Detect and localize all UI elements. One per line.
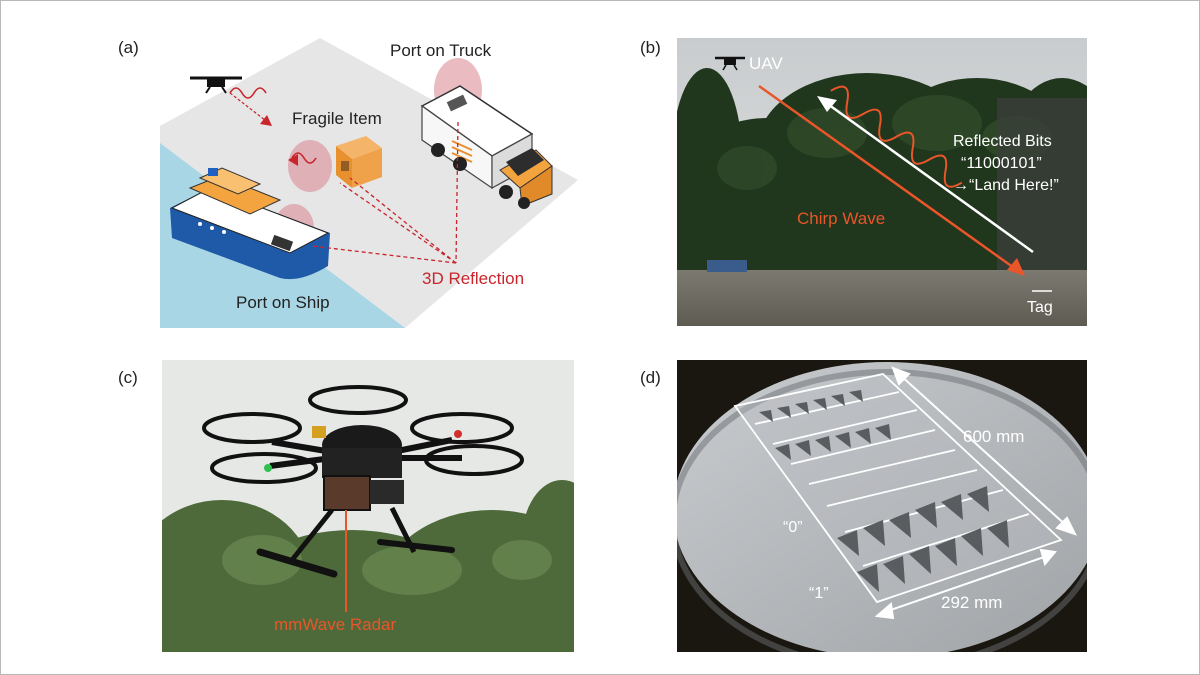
chirp-arrow-line [758, 84, 1018, 272]
panel-a-label: (a) [118, 38, 139, 57]
panel-c-photo: mmWave Radar [162, 360, 574, 652]
reflected-bits-label: Reflected Bits [953, 133, 1052, 150]
dim-600-arrow [898, 373, 1070, 529]
uav-icon [715, 56, 745, 71]
tag-label: Tag [1027, 299, 1053, 316]
bit-zero-label: “0” [783, 519, 803, 536]
chirp-wave-label: Chirp Wave [797, 209, 885, 228]
chirp-wave-curve [830, 85, 963, 188]
reflector-prisms [759, 390, 1009, 592]
fragile-item-label: Fragile Item [292, 109, 382, 128]
reflected-arrow-line [824, 100, 1034, 254]
quadcopter [202, 385, 524, 578]
reflection-lines [311, 121, 459, 264]
fragile-reflection-circle [288, 140, 332, 192]
chirp-arrow-head [1007, 258, 1025, 276]
dim-600-label: 600 mm [963, 427, 1024, 446]
uav-label: UAV [749, 54, 783, 73]
mmwave-radar-label: mmWave Radar [274, 615, 397, 634]
drone-wave-arrow [260, 115, 272, 126]
truck-icon [420, 85, 553, 209]
dim-292-label: 292 mm [941, 593, 1002, 612]
3d-reflection-label: 3D Reflection [422, 269, 524, 288]
bit-one-label: “1” [809, 585, 829, 602]
drone-wave [229, 87, 267, 99]
panel-b-label: (b) [640, 38, 661, 57]
panel-c-label: (c) [118, 368, 138, 387]
panel-d-photo: 600 mm 292 mm “0” “1” [677, 360, 1087, 652]
fragile-box-icon [336, 136, 382, 188]
panel-b-photo: UAV Chirp Wave Reflected Bits “11000101”… [677, 38, 1087, 326]
panel-d-label: (d) [640, 368, 661, 387]
ship-icon [170, 167, 330, 280]
reflected-arrow-head [817, 96, 837, 112]
drone-icon [190, 76, 242, 94]
land-here-label: →“Land Here!” [953, 177, 1059, 194]
ground [677, 270, 1087, 326]
circular-plate [677, 362, 1087, 652]
port-truck-label: Port on Truck [390, 41, 492, 60]
port-ship-label: Port on Ship [236, 293, 330, 312]
dim-292-arrow [884, 555, 1048, 613]
bits-value-label: “11000101” [961, 155, 1042, 172]
panel-a-illustration: Port on Truck Fragile Item 3D Reflection… [160, 38, 580, 328]
